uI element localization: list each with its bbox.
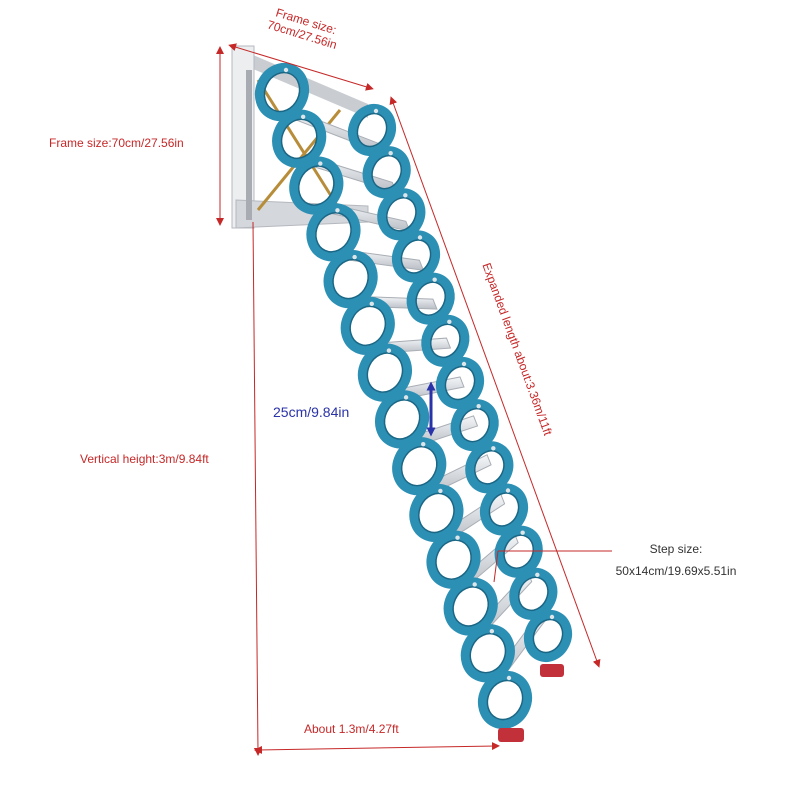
expanded-length-dimension xyxy=(389,96,601,668)
rail-rivet xyxy=(417,235,423,240)
rail-rivet xyxy=(373,108,379,114)
rail-rivet xyxy=(506,675,512,681)
left-rail-link-shade xyxy=(332,258,369,300)
rail-rivet xyxy=(491,446,496,451)
rail-rivet xyxy=(520,530,525,535)
left-rail-link xyxy=(340,296,395,355)
rail-rivet xyxy=(432,277,437,282)
left-rail-link xyxy=(272,109,327,168)
left-rail-link-shade xyxy=(297,165,335,206)
left-rail-link-shade xyxy=(315,212,352,253)
left-rail-link xyxy=(306,203,361,262)
vertical-height-label: Vertical height:3m/9.84ft xyxy=(80,452,209,466)
rail-rivet xyxy=(421,441,426,447)
left-rail-link-shade xyxy=(486,679,524,721)
vertical-height-dimension xyxy=(252,221,262,756)
rail-rivet xyxy=(403,193,408,198)
right-rail-link xyxy=(347,104,397,156)
rail-rivet xyxy=(386,348,392,353)
frame-size-side-label: Frame size:70cm/27.56in xyxy=(49,136,184,150)
step-size-tick xyxy=(493,550,499,583)
rail-rivet xyxy=(335,208,340,213)
rail-rivet xyxy=(403,395,409,400)
rail-rivet xyxy=(505,488,511,493)
ladder-foot-left xyxy=(498,728,524,742)
rail-rivet xyxy=(476,403,481,409)
rail-rivet xyxy=(455,535,460,540)
right-rail-link-shade xyxy=(356,112,388,148)
frame-width-dimension xyxy=(228,43,374,91)
rail-rivet xyxy=(472,582,477,587)
rail-rivet xyxy=(369,301,374,307)
step-size-label: Step size: 50x14cm/19.69x5.51in xyxy=(596,542,756,579)
base-width-label: About 1.3m/4.27ft xyxy=(304,722,399,736)
rail-rivet xyxy=(447,319,452,325)
rail-rivet xyxy=(283,67,289,73)
left-rail-link xyxy=(289,156,344,215)
left-rail-link-shade xyxy=(280,118,318,160)
rail-rivet xyxy=(489,629,495,634)
rail-rivet xyxy=(352,254,357,260)
rail-rivet xyxy=(300,114,306,119)
rail-rivet xyxy=(461,361,467,367)
rail-rivet xyxy=(549,614,555,620)
base-width-dimension xyxy=(254,742,500,754)
step-size-line2: 50x14cm/19.69x5.51in xyxy=(615,564,737,579)
dimension-lines xyxy=(216,43,612,756)
rail-rivet xyxy=(438,488,443,494)
step-spacing-label: 25cm/9.84in xyxy=(273,404,350,420)
rail-rivet xyxy=(388,150,393,156)
step-size-line1: Step size: xyxy=(649,542,703,556)
rail-rivet xyxy=(318,161,323,166)
left-rail-link xyxy=(477,671,533,729)
ladder-foot-right xyxy=(540,664,564,677)
left-rail-link xyxy=(323,250,378,309)
left-rail-link-shade xyxy=(349,305,387,347)
rail-rivet xyxy=(535,572,540,578)
